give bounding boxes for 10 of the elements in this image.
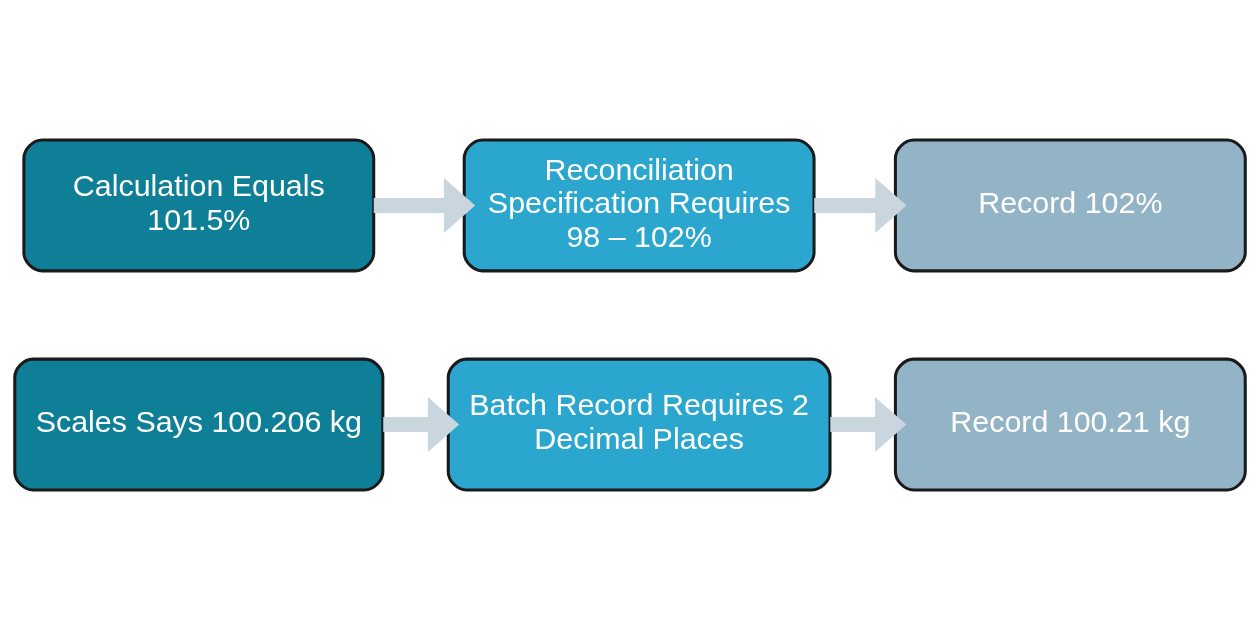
arrow: [373, 177, 476, 233]
node-box: Reconciliation Specification Requires 98 – 102%: [462, 138, 816, 272]
node-box: Batch Record Requires 2 Decimal Places: [446, 357, 832, 491]
node-box: Scales Says 100.206 kg: [13, 357, 385, 491]
arrow: [383, 396, 460, 452]
arrow: [814, 177, 907, 233]
arrow: [830, 396, 907, 452]
node-box: Record 102%: [893, 138, 1247, 272]
node-box: Record 100.21 kg: [893, 357, 1247, 491]
node-box: Calculation Equals 101.5%: [22, 138, 376, 272]
